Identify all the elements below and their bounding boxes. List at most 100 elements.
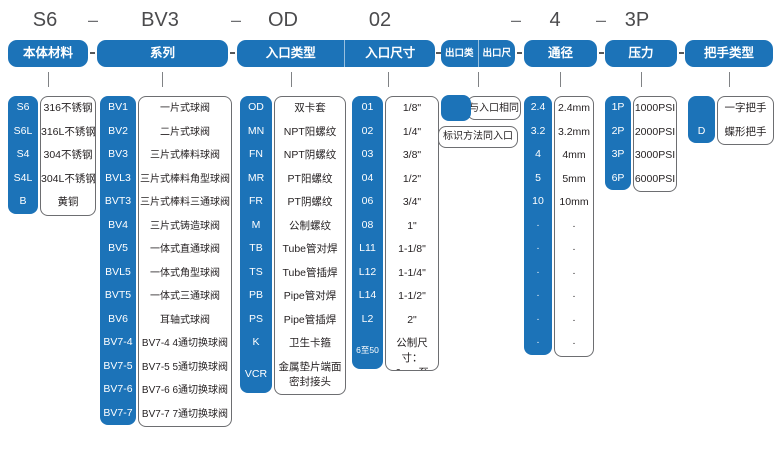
inlet-type-code-cell: TS [249, 265, 263, 278]
series-desc-cell: 三片式棒料三通球阀 [140, 197, 230, 208]
inlet-type-code-cell: VCR [244, 367, 268, 380]
material-code-cell: S4L [13, 171, 33, 184]
inlet-size-code-cell: L11 [359, 242, 376, 254]
inlet-size-code-cell: 08 [361, 218, 374, 231]
handle-code-cell: D [697, 124, 706, 137]
connector-tick [560, 72, 561, 87]
series-code-cell: BVT3 [104, 195, 132, 207]
bore-code-cell: 10 [532, 195, 544, 207]
inlet-type-code-cell: MN [247, 124, 265, 137]
pressure-desc-list: 1000PSI 2000PSI 3000PSI 6000PSI [633, 96, 677, 192]
header-connector-dash [230, 52, 235, 54]
header-connector-dash [436, 52, 441, 54]
inlet-type-code-cell: M [251, 218, 261, 231]
series-code-cell: BV1 [108, 101, 128, 113]
series-code-cell: BV7-4 [103, 336, 133, 348]
series-code-cell: BV3 [108, 148, 128, 160]
series-desc-cell: BV7-5 5通切换球阀 [141, 361, 229, 373]
inlet-type-code-cell: PB [248, 289, 263, 301]
bore-code-cell: 4 [535, 148, 541, 160]
series-desc-cell: 耳轴式球阀 [160, 314, 210, 326]
model-code-material: S6 [32, 9, 58, 31]
series-desc-cell: 一体式三通球阀 [150, 291, 220, 302]
pressure-desc-cell: 1000PSI [634, 102, 676, 114]
inlet-size-code-cell: 01 [361, 101, 374, 113]
inlet-size-desc-cell: 1-1/8" [398, 243, 426, 255]
inlet-size-code-cell: L12 [358, 265, 377, 278]
bore-code-cell: · [536, 289, 540, 301]
inlet-size-desc-cell: 公制尺寸： 6mm至50mm [395, 337, 429, 370]
outlet-marking-method-note: 标识方法同入口 [438, 126, 518, 148]
connector-tick [162, 72, 163, 87]
header-pressure: 压力 [605, 40, 677, 67]
inlet-size-desc-cell: 3/4" [402, 196, 422, 208]
header-outlet-type: 出口类型 [444, 48, 474, 86]
series-desc-cell: 三片式铸造球阀 [150, 220, 220, 232]
series-code-cell: BV6 [108, 312, 128, 325]
series-desc-cell: 三片式棒料球阀 [150, 150, 220, 161]
bore-desc-cell: · [572, 337, 576, 349]
inlet-type-desc-cell: PT阳螺纹 [287, 172, 333, 185]
pressure-desc-cell: 3000PSI [634, 149, 676, 161]
bore-desc-cell: · [572, 266, 576, 279]
inlet-type-desc-cell: Tube管插焊 [282, 266, 338, 279]
pressure-code-cell: 6P [611, 171, 625, 184]
material-code-cell: B [19, 195, 27, 207]
inlet-type-code-cell: FN [249, 148, 263, 160]
pressure-desc-cell: 2000PSI [634, 125, 676, 138]
inlet-type-desc-cell: PT阴螺纹 [287, 196, 333, 208]
inlet-type-code-cell: MR [247, 171, 265, 184]
pressure-code-cell: 1P [611, 101, 625, 113]
inlet-type-code-cell: TB [249, 242, 263, 254]
header-connector-dash [599, 52, 604, 54]
connector-tick [291, 72, 292, 87]
inlet-size-desc-cell: 1/4" [402, 125, 422, 138]
bore-code-cell: · [536, 242, 540, 254]
pressure-desc-cell: 6000PSI [634, 172, 676, 185]
connector-tick [388, 72, 389, 87]
series-code-cell: BVT5 [104, 289, 132, 301]
connector-tick [641, 72, 642, 87]
model-code-bore: 4 [549, 9, 561, 31]
inlet-size-desc-cell: 2" [407, 313, 417, 326]
bore-desc-cell: · [572, 313, 576, 326]
series-desc-cell: BV7-4 4通切换球阀 [141, 338, 229, 349]
inlet-size-code-cell: 03 [361, 148, 374, 160]
bore-code-cell: · [536, 312, 540, 325]
inlet-size-code-cell: 02 [361, 124, 374, 137]
pressure-code-cell: 3P [611, 148, 625, 160]
series-code-cell: BV4 [108, 218, 128, 231]
series-code-cell: BV5 [108, 242, 128, 254]
connector-tick [478, 72, 479, 87]
bore-desc-cell: · [572, 219, 576, 232]
handle-desc-list: 一字把手蝶形把手 [717, 96, 774, 145]
material-desc-cell: 黄铜 [57, 196, 79, 208]
model-code-inlet-type: OD [268, 9, 298, 31]
inlet-size-desc-cell: 1/2" [402, 172, 422, 185]
inlet-size-code-cell: 04 [361, 171, 374, 184]
header-connector-dash [679, 52, 684, 54]
outlet-same-as-inlet-note: 与入口相同 [467, 96, 521, 120]
header-bore: 通径 [524, 40, 597, 67]
series-desc-cell: 一体式直通球阀 [150, 244, 220, 255]
inlet-size-code-cell: L2 [361, 312, 374, 325]
connector-tick [48, 72, 49, 87]
inlet-type-code-cell: PS [248, 312, 263, 325]
bore-desc-cell: 5mm [562, 172, 586, 185]
model-code-series: BV3 [141, 9, 179, 31]
model-code-dash: – [87, 10, 99, 30]
series-desc-list: 一片式球阀二片式球阀三片式棒料球阀三片式棒料角型球阀三片式棒料三通球阀三片式铸造… [138, 96, 232, 427]
header-material: 本体材料 [8, 40, 88, 67]
material-desc-cell: 316不锈钢 [43, 102, 93, 114]
series-code-cell: BV7-6 [103, 383, 133, 395]
series-code-cell: BV2 [108, 124, 128, 137]
bore-code-cell: 3.2 [530, 124, 546, 137]
bore-desc-cell: 4mm [562, 149, 586, 161]
bore-desc-cell: 10mm [559, 196, 589, 208]
series-desc-cell: 一体式角型球阀 [150, 267, 220, 279]
